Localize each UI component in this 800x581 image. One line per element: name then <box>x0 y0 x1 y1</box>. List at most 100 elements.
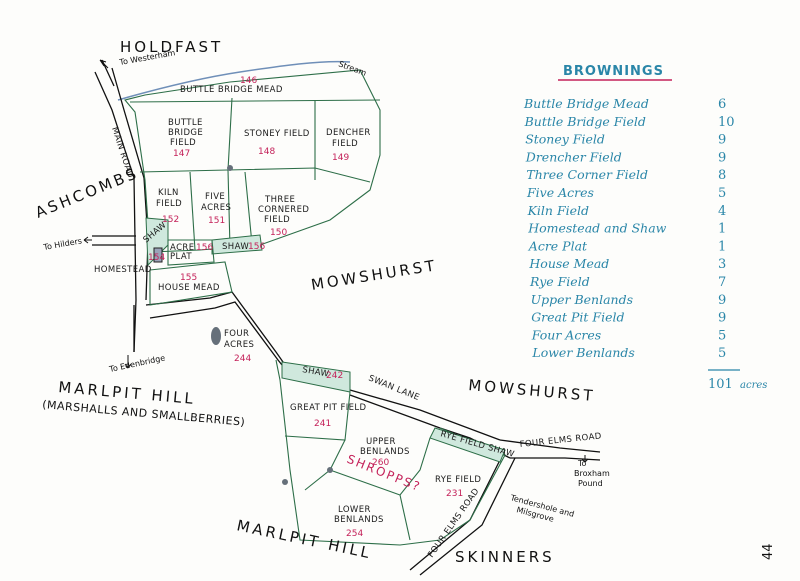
label-homestead: HOMESTEAD <box>94 265 152 275</box>
label-to-edenbridge: To Edenbridge <box>108 353 166 374</box>
legend-item-acres: 4 <box>718 204 726 219</box>
main-road <box>94 71 137 353</box>
field-shaw-right: SHAW <box>222 242 249 252</box>
legend-item-name: Buttle Bridge Field <box>524 114 646 129</box>
field-acre-plat-l2: PLAT <box>170 252 192 262</box>
legend-item-name: Kiln Field <box>527 203 589 218</box>
field-five-acres-num: 151 <box>208 216 225 226</box>
legend-item-name: Stoney Field <box>525 132 605 147</box>
pond-west <box>282 479 288 485</box>
legend-item-name: Rye Field <box>529 274 590 289</box>
label-to-broxham-3: Pound <box>578 479 603 488</box>
legend-item-name: Four Acres <box>531 327 601 342</box>
field-dencher-l1: DENCHER <box>326 128 371 138</box>
field-lower-benlands-l2: BENLANDS <box>334 515 384 525</box>
field-buttle-bridge-field-num: 147 <box>173 149 190 159</box>
arrow-broxham-icon <box>581 455 589 463</box>
rye-field-shaw-area <box>429 427 506 463</box>
label-stream: Stream <box>337 59 367 77</box>
house-mead-area <box>149 261 233 306</box>
field-buttle-bridge-field-l3: FIELD <box>170 138 196 148</box>
legend-item-name: Drencher Field <box>525 149 622 164</box>
field-three-cornered-l3: FIELD <box>264 215 290 225</box>
field-buttle-bridge-field-l2: BRIDGE <box>168 128 203 138</box>
field-dencher-num: 149 <box>332 153 349 163</box>
field-three-cornered-l2: CORNERED <box>258 205 309 215</box>
field-kiln-num: 152 <box>162 215 179 225</box>
field-five-acres-l2: ACRES <box>201 203 231 213</box>
legend-item-acres: 5 <box>718 346 726 361</box>
legend-item-acres: 6 <box>718 97 726 112</box>
field-dencher-l2: FIELD <box>332 139 358 149</box>
road-swan-lane-edge <box>149 301 283 366</box>
field-upper-benlands-l1: UPPER <box>366 437 396 447</box>
field-buttle-bridge-mead-num: 146 <box>240 76 257 86</box>
boundary-stoney-west <box>227 97 233 249</box>
acre-plat-area <box>167 239 215 266</box>
legend-total-unit: acres <box>740 380 767 391</box>
pond-upper <box>327 467 333 473</box>
legend-item-name: Lower Benlands <box>531 345 634 360</box>
legend-item-name: Buttle Bridge Mead <box>523 96 649 111</box>
label-to-broxham-2: Broxham <box>574 469 610 478</box>
legend-item-name: Acre Plat <box>528 238 588 253</box>
legend-item-acres: 10 <box>718 115 735 130</box>
legend-item-acres: 5 <box>718 186 726 201</box>
boundary-rye <box>329 437 431 496</box>
field-buttle-bridge-field-l1: BUTTLE <box>168 118 203 128</box>
boundary-kiln-east <box>189 171 196 251</box>
label-four-elms-road-1: FOUR ELMS ROAD <box>519 431 602 450</box>
legend-item-acres: 9 <box>718 133 726 148</box>
field-shaw-lane: SHAW <box>301 365 330 380</box>
boundary-south-block <box>275 359 506 546</box>
legend-item-acres: 3 <box>718 257 726 272</box>
field-house-mead-num: 155 <box>180 273 197 283</box>
page-number: 44 <box>761 543 776 560</box>
stream-line <box>117 60 351 101</box>
arrow-westerham-icon <box>99 59 109 69</box>
field-upper-benlands-l2: BENLANDS <box>360 447 410 457</box>
boundary-north-block <box>124 69 381 253</box>
field-rye: RYE FIELD <box>435 475 481 485</box>
field-four-acres-l1: FOUR <box>224 329 249 339</box>
pond-north <box>227 165 233 171</box>
arrow-hilders-icon <box>83 236 92 244</box>
road-four-elms-edge <box>510 457 601 461</box>
legend-item-name: Five Acres <box>526 185 594 200</box>
legend-title: BROWNINGS <box>563 64 664 79</box>
field-shaw-left-num: 154 <box>148 253 165 263</box>
legend-item-acres: 1 <box>718 222 726 237</box>
field-stoney: STONEY FIELD <box>244 129 310 139</box>
legend-item-acres: 5 <box>718 328 726 343</box>
legend-item-acres: 9 <box>718 311 726 326</box>
label-skinners: SKINNERS <box>455 548 555 566</box>
boundary-five-east <box>244 171 253 245</box>
homestead-building <box>153 247 163 263</box>
legend-item-name: Three Corner Field <box>526 167 648 182</box>
shaw-right-area <box>211 234 263 255</box>
field-lower-benlands-l1: LOWER <box>338 505 371 515</box>
field-great-pit-num: 241 <box>314 419 331 429</box>
legend-item-name: Upper Benlands <box>531 292 633 307</box>
legend-item-acres: 9 <box>718 293 726 308</box>
boundary-great-pit <box>284 391 351 441</box>
boundary-lower <box>399 494 411 541</box>
legend-item-name: Great Pit Field <box>531 310 624 325</box>
field-upper-benlands-num: 260 <box>372 458 389 468</box>
legend-item-name: House Mead <box>528 256 609 271</box>
field-great-pit: GREAT PIT FIELD <box>290 403 367 413</box>
legend-item-acres: 1 <box>718 239 726 254</box>
legend-item-acres: 7 <box>718 275 726 290</box>
boundary-mead <box>129 99 381 103</box>
field-acre-plat-num: 156 <box>196 243 213 253</box>
field-buttle-bridge-mead: BUTTLE BRIDGE MEAD <box>180 85 283 95</box>
field-kiln-l1: KILN <box>158 188 179 198</box>
field-house-mead: HOUSE MEAD <box>158 283 220 293</box>
label-to-hilders: To Hilders <box>42 236 83 252</box>
legend-item-acres: 8 <box>718 168 726 183</box>
field-rye-num: 231 <box>446 489 463 499</box>
field-four-acres-num: 244 <box>234 354 251 364</box>
label-holdfast: HOLDFAST <box>120 38 223 56</box>
